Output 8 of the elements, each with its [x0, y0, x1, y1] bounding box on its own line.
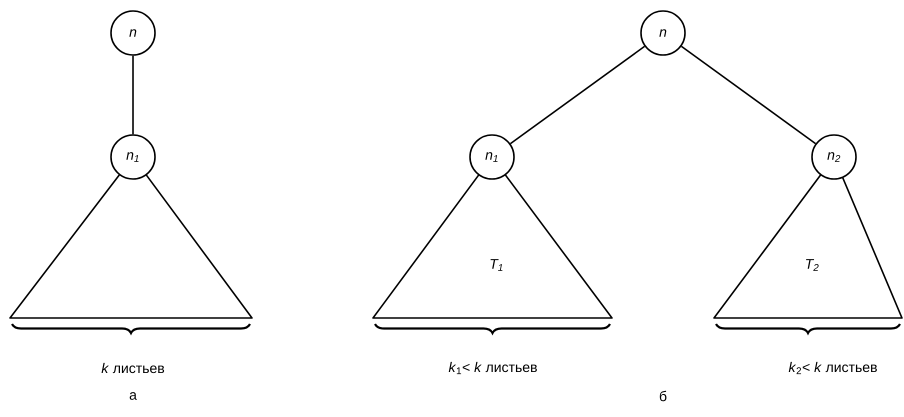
leaf-count-label: k$_{1}$< k листьев [448, 362, 537, 374]
panel-label: б [660, 390, 666, 402]
panel-label: а [130, 392, 137, 400]
leaf-count-label: k$_{2}$< k листьев [788, 362, 877, 374]
leaf-count-label: k листьев [102, 362, 164, 374]
tree-edge [510, 46, 646, 144]
tree-edge [132, 56, 134, 134]
tree-edge [681, 46, 816, 144]
